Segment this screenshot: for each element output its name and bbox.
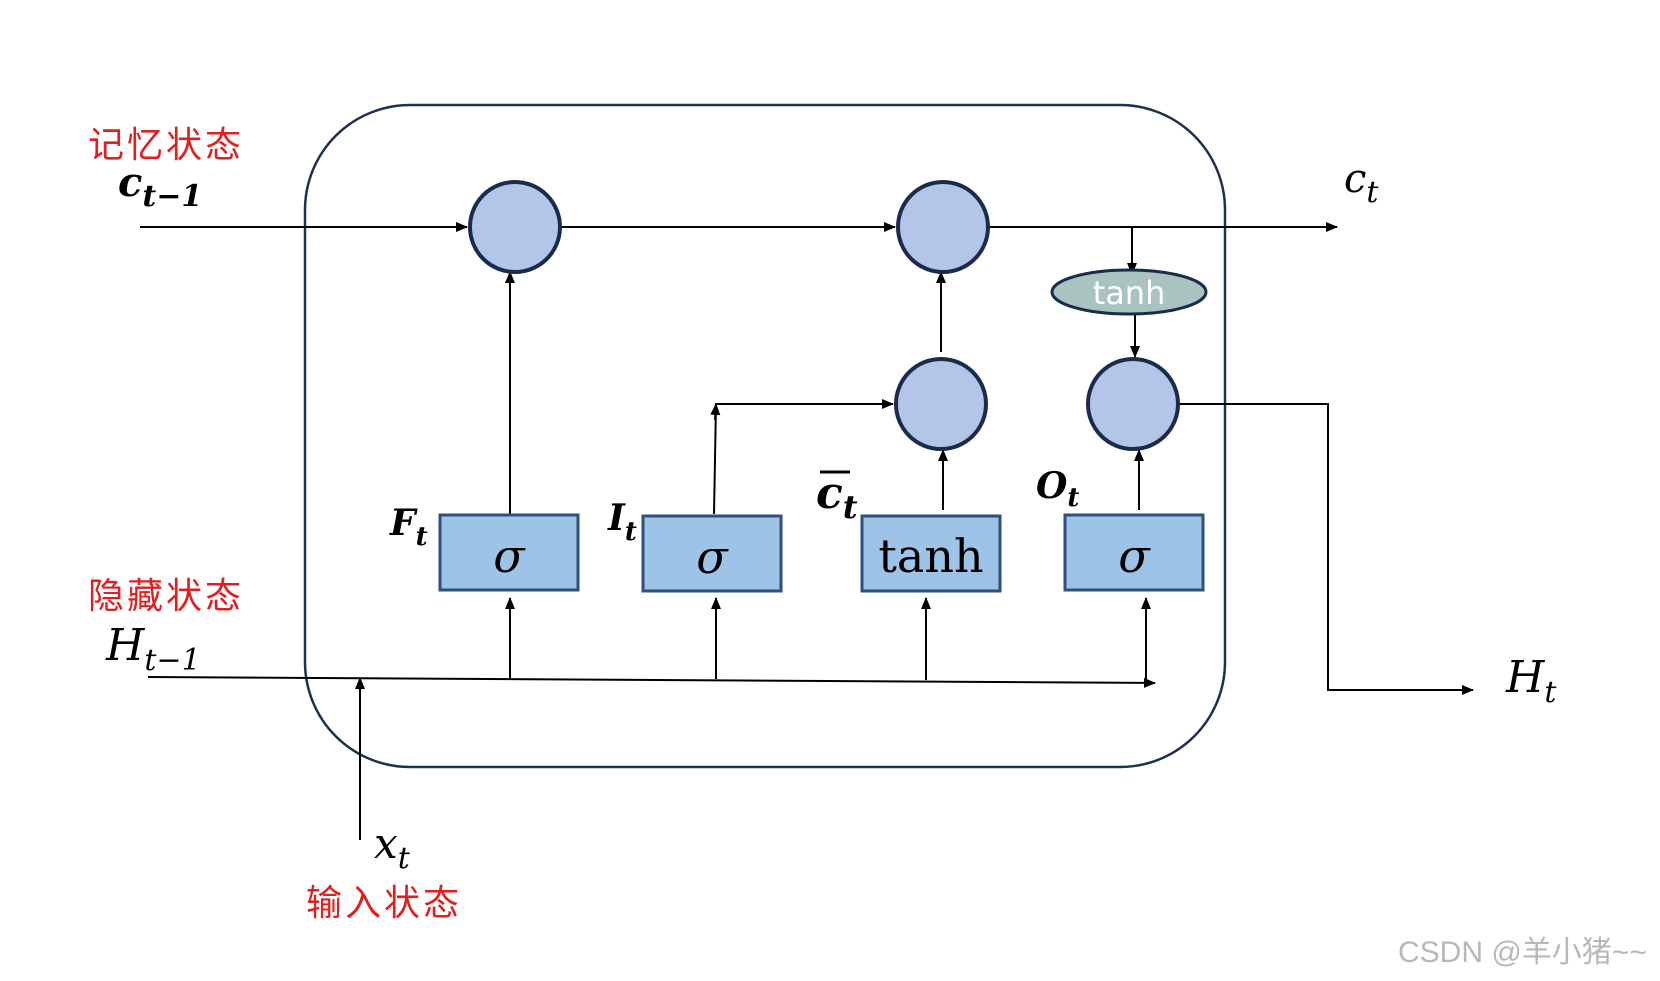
input-gate-box — [641, 514, 783, 593]
input-to-node-line — [713, 399, 894, 515]
forget-gate-label: σ — [493, 529, 526, 583]
output-gate-label: σ — [1118, 529, 1151, 583]
output-gate-symbol: Ot — [1036, 465, 1079, 513]
input-up-arrow — [710, 403, 721, 421]
forget-gate-box — [438, 513, 580, 592]
c-prev-symbol: ct−1 — [118, 159, 202, 214]
candidate-gate-box — [860, 514, 1002, 593]
hidden-state-label: 隐藏状态 — [88, 576, 244, 617]
h-prev-symbol: Ht−1 — [105, 620, 201, 678]
h-out-symbol: Ht — [1505, 652, 1557, 710]
x-input-symbol: xt — [374, 819, 411, 876]
hidden-in-line — [147, 676, 1156, 688]
candidate-multiply-node — [894, 357, 988, 451]
watermark: CSDN @羊小猪~~ — [1398, 936, 1647, 969]
forget-gate-symbol: Ft — [389, 502, 428, 552]
candidate-gate-label: tanh — [878, 529, 983, 583]
c-out-symbol: ct — [1344, 156, 1379, 210]
lstm-cell-border — [303, 103, 1227, 769]
output-multiply-node — [1086, 357, 1180, 451]
input-state-label: 输入状态 — [306, 883, 462, 924]
input-gate-label: σ — [696, 530, 729, 584]
candidate-symbol: ct — [816, 468, 858, 526]
cell-tanh-label: tanh — [1093, 274, 1166, 312]
memory-state-label: 记忆状态 — [88, 125, 244, 166]
forget-multiply-node — [468, 180, 562, 274]
cell-add-node — [896, 180, 990, 274]
cell-tanh-ellipse — [1050, 268, 1208, 316]
output-gate-box — [1063, 513, 1205, 592]
hidden-out-line — [1178, 403, 1474, 695]
input-gate-symbol: It — [607, 497, 637, 547]
